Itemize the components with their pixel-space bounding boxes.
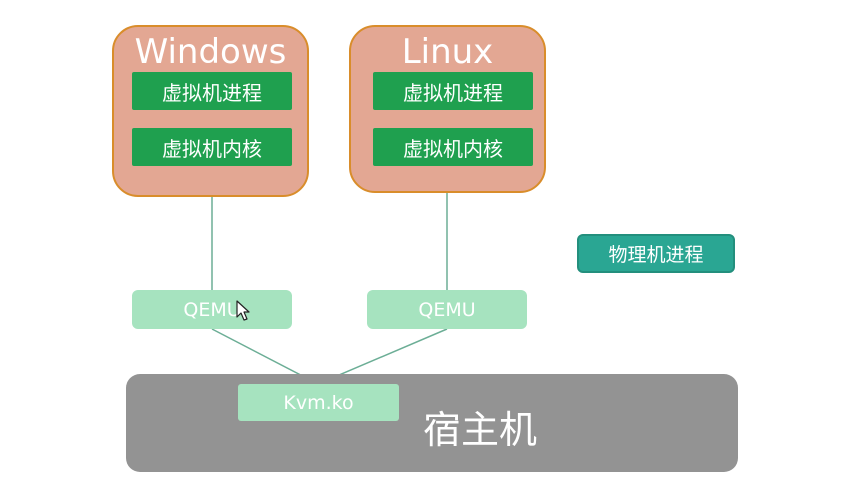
qemu-linux-box: QEMU — [367, 290, 527, 329]
legend-host-process: 物理机进程 — [577, 234, 735, 273]
vm-windows-title: Windows — [134, 32, 287, 72]
vm-linux-process-box: 虚拟机进程 — [373, 72, 533, 110]
mouse-cursor-icon — [236, 300, 250, 321]
vm-linux-kernel-box: 虚拟机内核 — [373, 128, 533, 166]
kvm-module-box: Kvm.ko — [238, 384, 399, 421]
vm-windows-kernel-box: 虚拟机内核 — [132, 128, 292, 166]
vm-linux-title: Linux — [401, 32, 494, 72]
host-machine-box — [126, 374, 738, 472]
vm-windows-process-box: 虚拟机进程 — [132, 72, 292, 110]
host-machine-label: 宿主机 — [423, 408, 538, 452]
qemu-windows-box: QEMU — [132, 290, 292, 329]
vm-windows: Windows — [112, 25, 309, 197]
